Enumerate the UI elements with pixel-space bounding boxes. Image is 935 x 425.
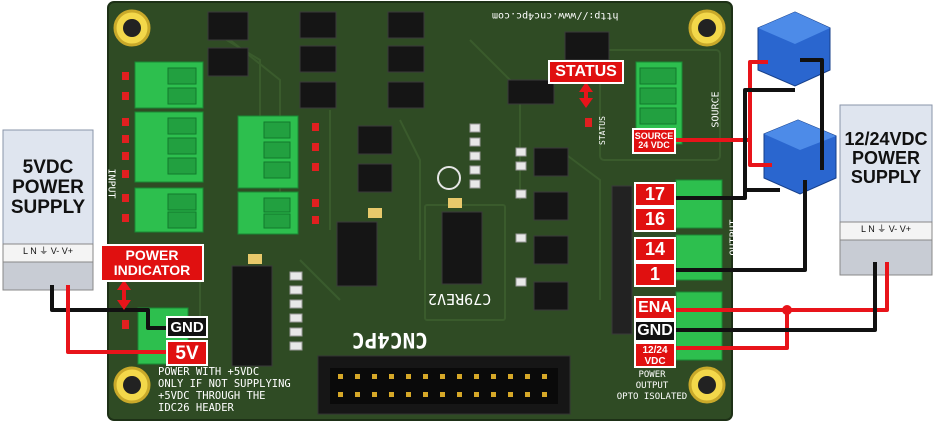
- right-psu-title: 12/24VDC POWER SUPPLY: [844, 129, 928, 187]
- right-power-supply: [839, 104, 933, 276]
- gnd-left-label: GND: [166, 316, 208, 338]
- input-silkscreen: INPUT: [105, 168, 117, 199]
- status-label: STATUS: [548, 60, 624, 84]
- middle-terminals: [237, 115, 299, 235]
- relay-bottom: [763, 119, 837, 195]
- mounting-holes: [113, 9, 726, 404]
- brand-silkscreen: CNC4PC: [352, 328, 428, 352]
- passives: [289, 123, 527, 351]
- model-silkscreen: C79REV2: [428, 290, 492, 308]
- output-silkscreen: OUTPUT: [728, 219, 740, 256]
- indicator-arrows: [117, 82, 593, 310]
- crystal: [368, 208, 382, 218]
- logo-mark: [437, 166, 461, 190]
- v5-label: 5V: [166, 340, 208, 366]
- url-silkscreen: http://www.cnc4pc.com: [492, 10, 619, 21]
- pin14-label: 14: [634, 237, 676, 262]
- pcb-traces: [149, 29, 721, 330]
- ic-chips: [207, 11, 633, 367]
- left-power-supply: [2, 129, 94, 291]
- status-side-silkscreen: STATUS: [597, 116, 607, 145]
- gnd-right-label: GND: [634, 320, 676, 342]
- power-indicator-label: POWER INDICATOR: [100, 244, 204, 282]
- relay-top: [757, 11, 831, 87]
- leds: [122, 72, 592, 329]
- input-terminals: [134, 61, 204, 233]
- pin1-label: 1: [634, 262, 676, 287]
- right-psu-terminals: L N ⏚ V- V+: [861, 224, 911, 234]
- source-24vdc-label: SOURCE 24 VDC: [632, 128, 676, 154]
- source-side-silkscreen: SOURCE: [710, 91, 722, 128]
- left-psu-title: 5VDC POWER SUPPLY: [10, 157, 86, 218]
- power-note: POWER WITH +5VDC ONLY IF NOT SUPPLYING +…: [158, 366, 291, 414]
- v1224-label: 12/24 VDC: [634, 342, 676, 368]
- power-side-silkscreen: POWER: [97, 318, 107, 343]
- idc26-header: [317, 355, 571, 415]
- pin16-label: 16: [634, 207, 676, 232]
- wires: [50, 58, 889, 354]
- left-psu-terminals: L N ⏚ V- V+: [23, 246, 73, 256]
- opto-note: POWER OUTPUT OPTO ISOLATED: [616, 370, 688, 402]
- pin17-label: 17: [634, 182, 676, 207]
- ena-label: ENA: [634, 296, 676, 320]
